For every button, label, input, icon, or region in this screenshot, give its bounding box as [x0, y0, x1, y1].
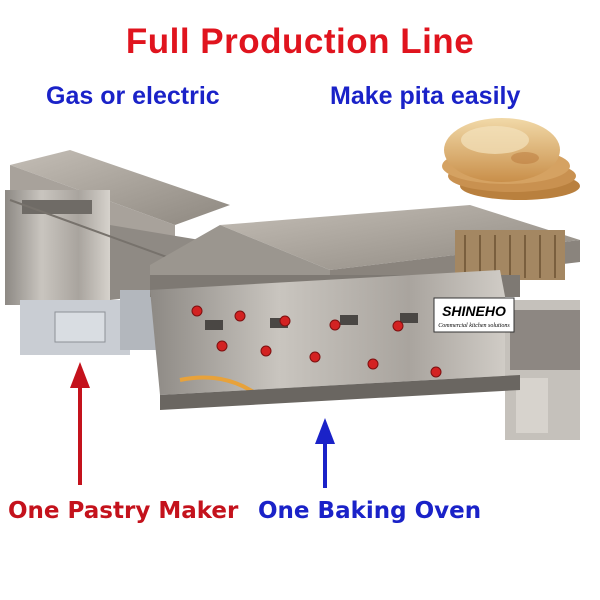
- subheadline-pita: Make pita easily: [330, 82, 521, 110]
- caption-baking-oven: One Baking Oven: [258, 498, 482, 524]
- blue-arrow: [315, 418, 335, 488]
- headline: Full Production Line: [125, 22, 475, 61]
- pita-bread-image: [442, 118, 580, 200]
- subheadline-fuel: Gas or electric: [46, 82, 220, 110]
- brand-tagline: Commercial kitchen solutions: [438, 323, 510, 329]
- brand-badge: SHINEHO Commercial kitchen solutions: [433, 297, 515, 333]
- pastry-maker-machine: [5, 150, 230, 355]
- baking-oven-machine: [150, 205, 580, 440]
- caption-pastry-maker: One Pastry Maker: [8, 498, 239, 524]
- red-arrow: [70, 362, 90, 485]
- brand-name: SHINEHO: [442, 303, 506, 319]
